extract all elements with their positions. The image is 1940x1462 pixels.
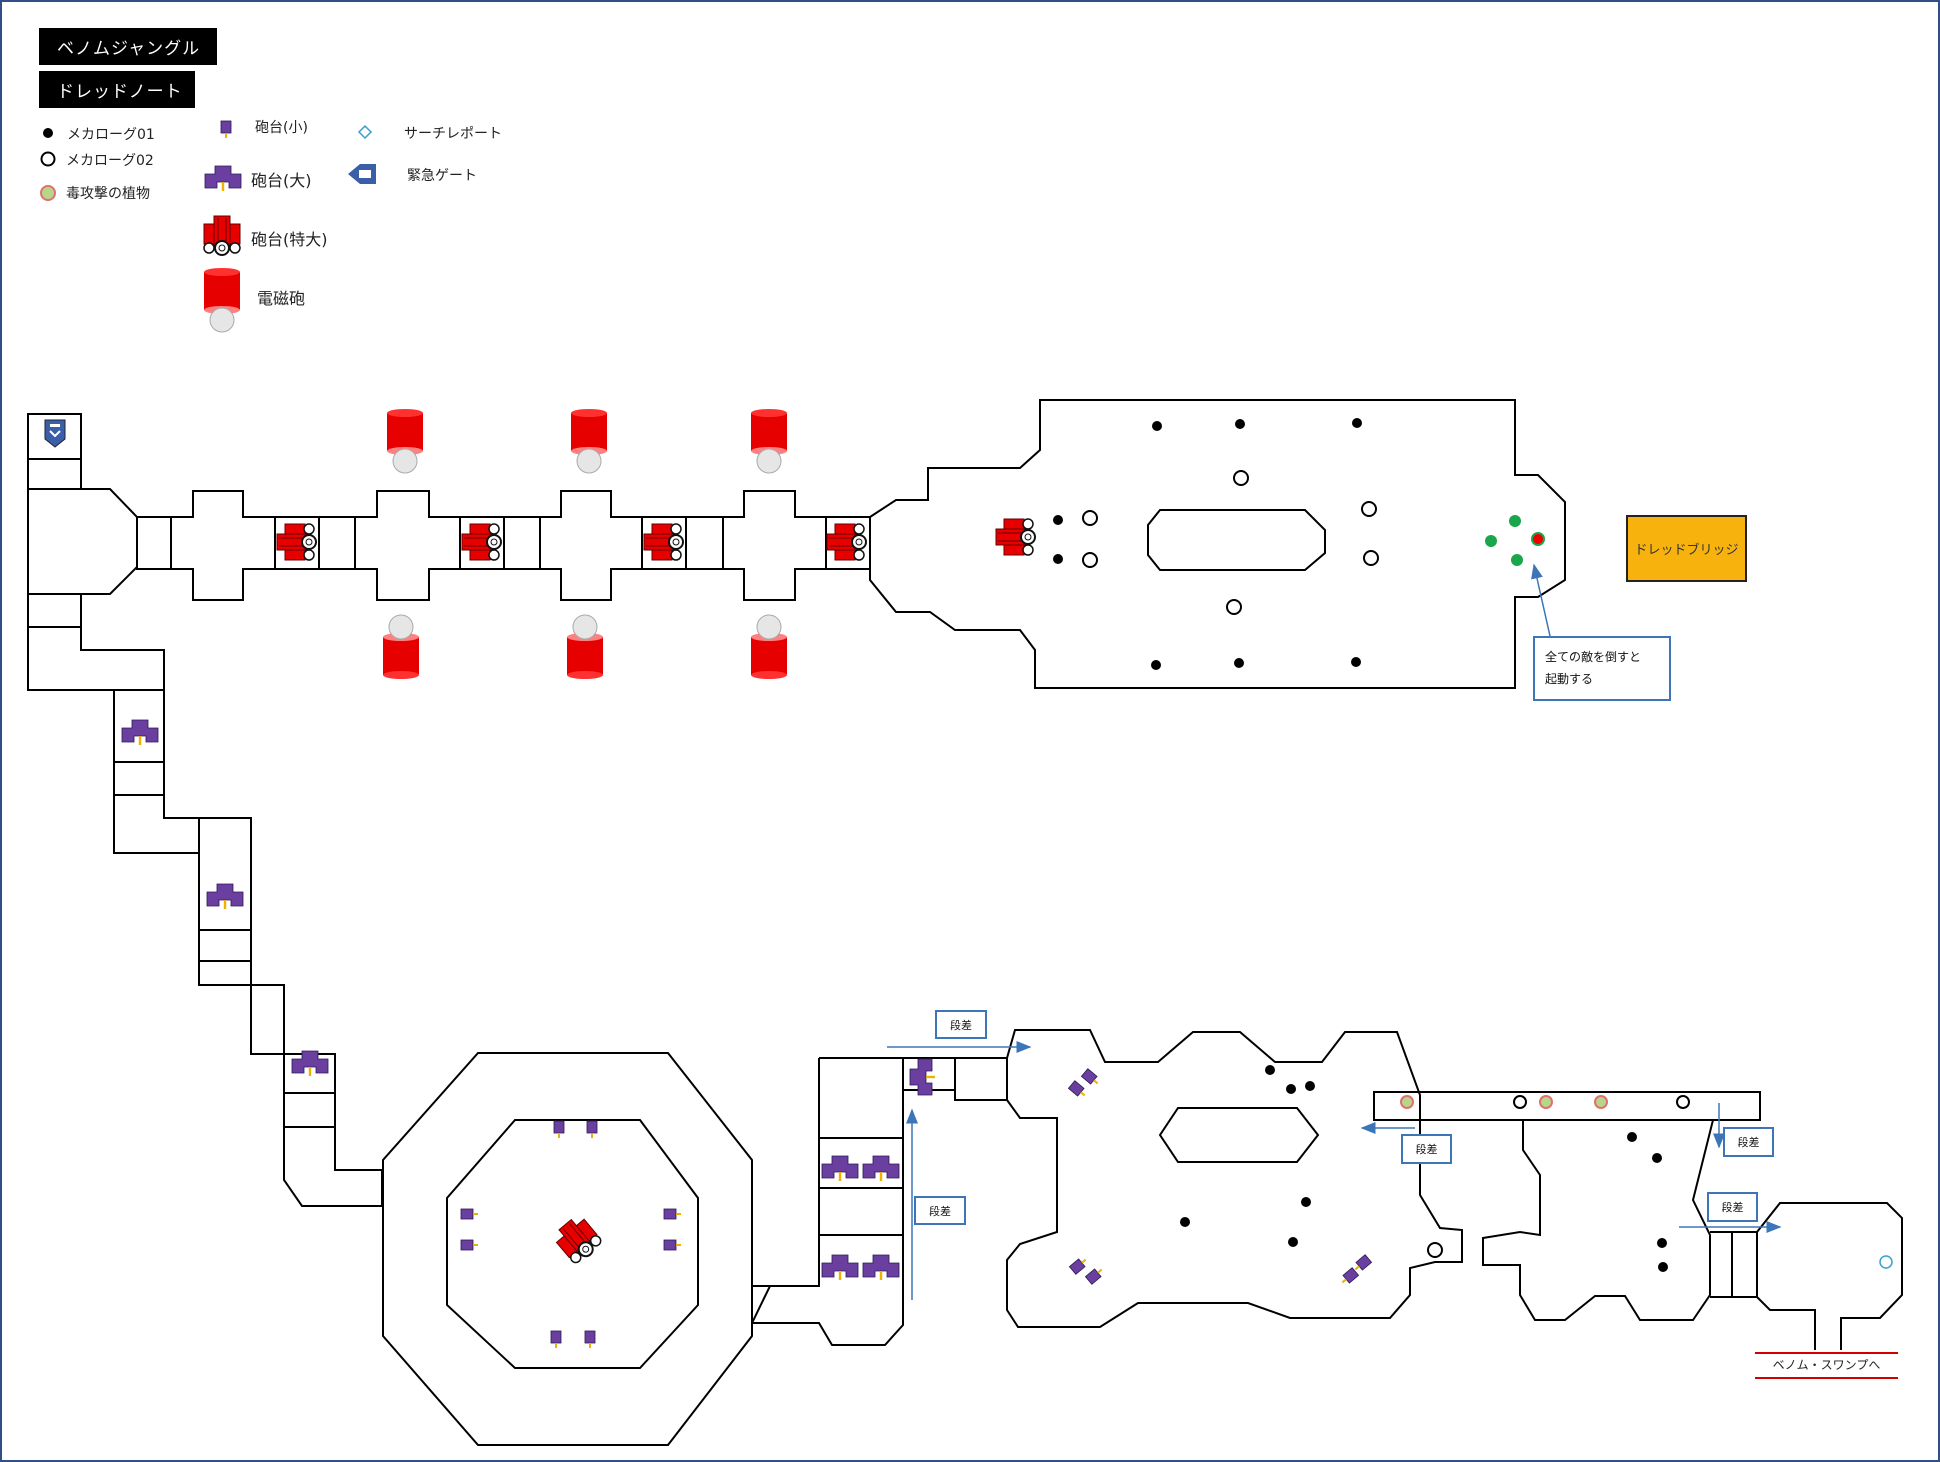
step-label: 段差 xyxy=(914,1196,966,1225)
turret-large-icon xyxy=(821,1155,859,1182)
turret-small-icon xyxy=(460,1208,479,1220)
legend-turret-small-label: 砲台(小) xyxy=(255,120,308,136)
turret-small-icon xyxy=(1338,1267,1360,1287)
legend-megalog01-label: メカローグ01 xyxy=(67,127,155,143)
poison-plant-markers xyxy=(1400,1095,1608,1109)
turret-xl-icon xyxy=(276,523,317,561)
railgun-icon xyxy=(750,408,788,474)
turret-xl-icon xyxy=(643,523,684,561)
emergency-gate-icon[interactable] xyxy=(44,419,66,448)
legend-turret-xl-label: 砲台(特大) xyxy=(251,230,328,249)
railgun-icon xyxy=(566,614,604,680)
turret-large-icon xyxy=(862,1254,900,1281)
step-label: 段差 xyxy=(1707,1192,1758,1222)
activation-markers xyxy=(1485,515,1545,566)
turret-large-icon xyxy=(862,1155,900,1182)
turret-small-icon xyxy=(1084,1265,1106,1285)
turret-small-icon xyxy=(1351,1254,1373,1274)
legend-turret-small-icon xyxy=(220,120,232,139)
turret-small-icon xyxy=(1080,1068,1102,1088)
dread-bridge-exit[interactable]: ドレッドブリッジ xyxy=(1626,515,1747,582)
note-line-1: 全ての敵を倒すと xyxy=(1545,650,1642,664)
turret-small-icon xyxy=(550,1330,562,1349)
step-label: 段差 xyxy=(1723,1127,1774,1157)
legend-turret-large-icon xyxy=(204,165,242,192)
turret-small-icon xyxy=(663,1239,682,1251)
legend-poison-plant-icon xyxy=(40,185,56,201)
map-walls xyxy=(27,399,1903,1446)
railgun-icon xyxy=(570,408,608,474)
turret-large-icon xyxy=(821,1254,859,1281)
legend-railgun-icon xyxy=(203,267,241,333)
turret-small-icon xyxy=(1068,1255,1090,1275)
railgun-icon xyxy=(750,614,788,680)
legend-turret-xl-icon xyxy=(203,215,241,256)
turret-xl-icon xyxy=(995,518,1036,556)
area-title: ベノムジャングル xyxy=(39,28,217,65)
legend-search-teleport-label: サーチレポート xyxy=(404,126,502,142)
note-line-2: 起動する xyxy=(1545,672,1594,686)
search-teleport-icon[interactable] xyxy=(1879,1255,1893,1269)
legend-railgun-label: 電磁砲 xyxy=(257,289,306,308)
activation-note: 全ての敵を倒すと 起動する xyxy=(1533,636,1671,701)
legend-turret-large-label: 砲台(大) xyxy=(251,171,312,190)
turret-small-icon xyxy=(1067,1080,1089,1100)
venom-swamp-exit-label[interactable]: ベノム・スワンプへ xyxy=(1772,1358,1881,1372)
megalog02-markers xyxy=(1082,470,1690,1258)
legend-megalog02-label: メカローグ02 xyxy=(66,153,154,169)
turret-small-icon xyxy=(663,1208,682,1220)
step-label: 段差 xyxy=(935,1010,987,1039)
turret-large-icon xyxy=(206,883,244,910)
turret-small-icon xyxy=(586,1120,598,1139)
sub-area-title: ドレッドノート xyxy=(39,71,195,108)
step-label: 段差 xyxy=(1401,1134,1452,1164)
megalog01-markers xyxy=(1053,418,1668,1272)
turret-small-icon xyxy=(584,1330,596,1349)
turret-xl-icon xyxy=(550,1212,606,1268)
legend-poison-plant-label: 毒攻撃の植物 xyxy=(66,186,150,202)
turret-large-icon xyxy=(121,719,159,746)
legend-search-teleport-icon xyxy=(357,124,373,140)
railgun-icon xyxy=(382,614,420,680)
legend-megalog02-icon xyxy=(40,151,56,167)
legend-emergency-gate-icon xyxy=(348,164,376,184)
turret-small-icon xyxy=(553,1120,565,1139)
turret-small-icon xyxy=(460,1239,479,1251)
railgun-icon xyxy=(386,408,424,474)
turret-xl-icon xyxy=(826,523,867,561)
direction-arrows xyxy=(887,563,1782,1300)
legend-megalog01-icon xyxy=(43,128,53,138)
turret-xl-icon xyxy=(461,523,502,561)
legend-emergency-gate-label: 緊急ゲート xyxy=(407,168,477,184)
